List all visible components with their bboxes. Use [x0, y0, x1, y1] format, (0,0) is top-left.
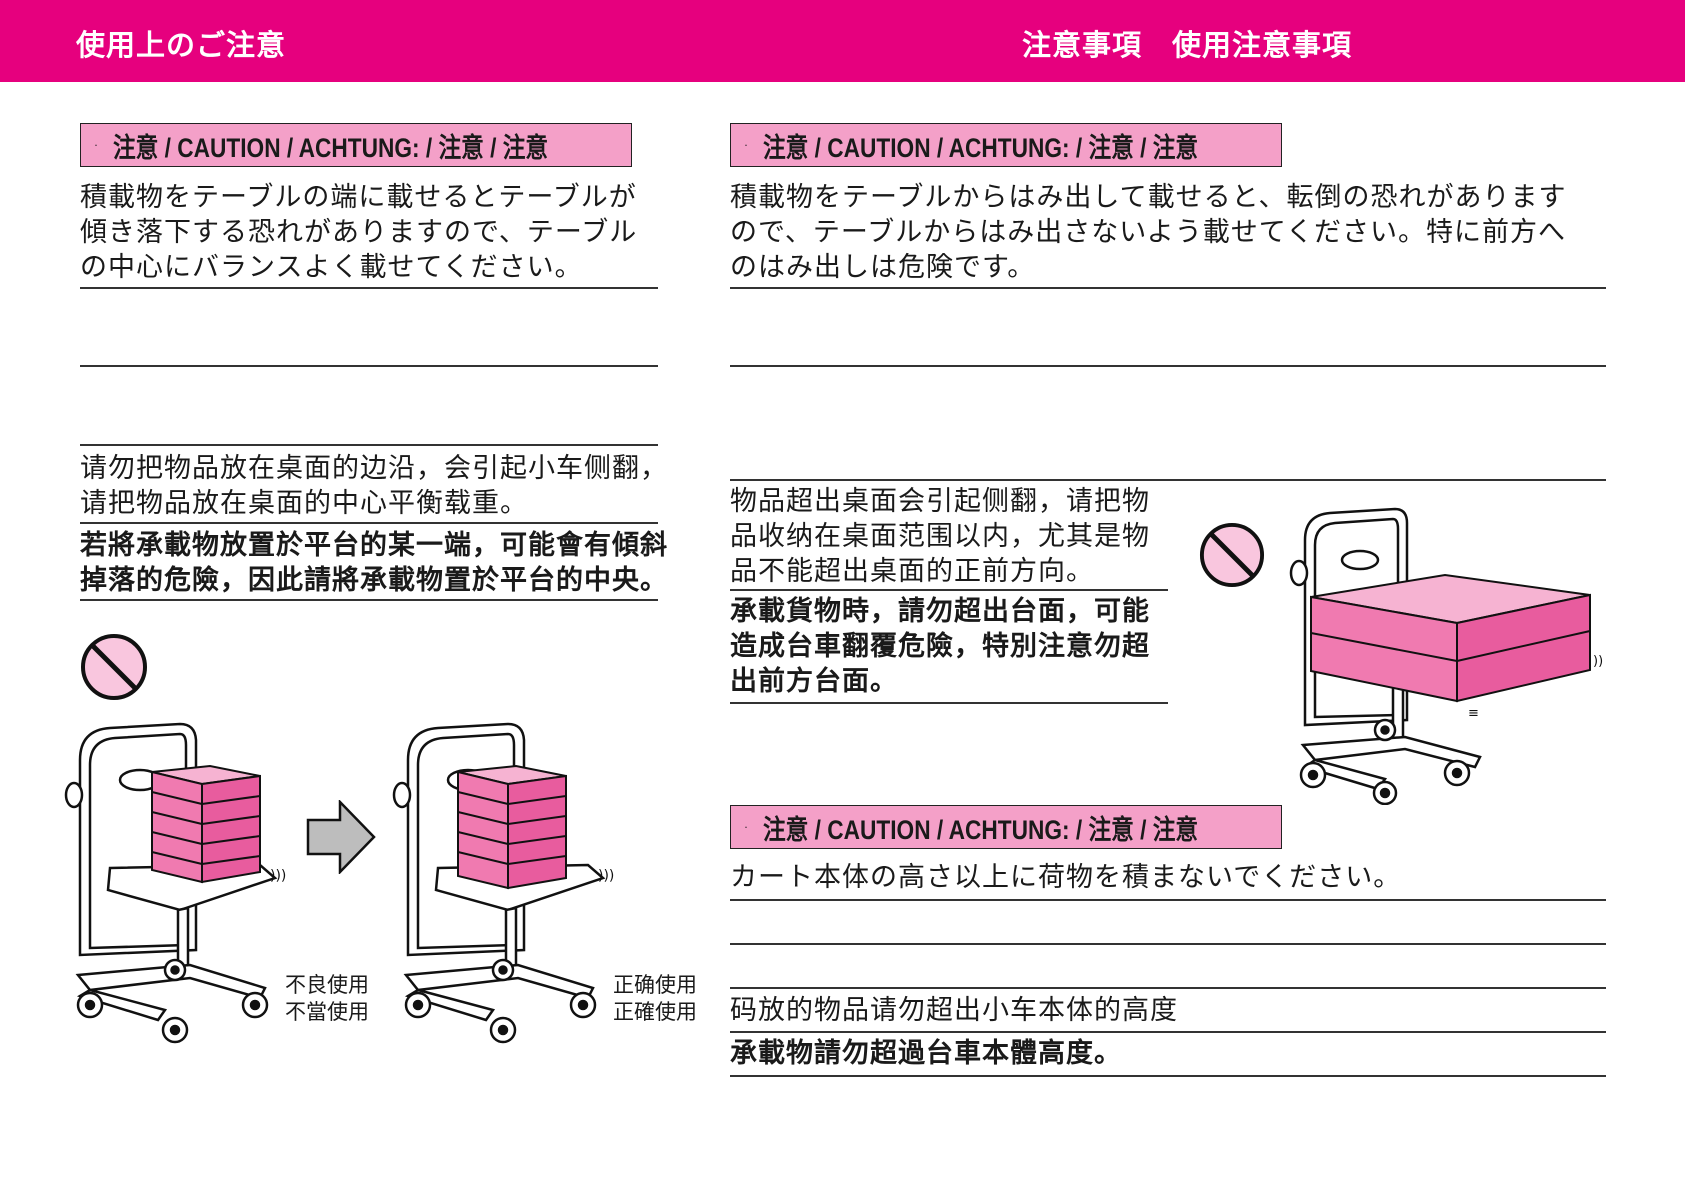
text-line: 掉落的危險，因此請將承載物置於平台的中央。: [80, 565, 668, 596]
text-line: 正确使用: [613, 973, 697, 997]
right-ja2-text: カート本体の高さ以上に荷物を積まないでください。: [730, 862, 1402, 893]
text-line: 若將承載物放置於平台的某一端，可能會有傾斜: [80, 530, 668, 561]
text-line: 正確使用: [613, 1000, 697, 1024]
warning-triangle-icon: [95, 144, 97, 146]
text-line: 承載貨物時，請勿超出台面，可能: [730, 596, 1150, 627]
cart-proper-illustration: ))): [392, 722, 614, 1044]
cart-overhang-illustration: )) ≡: [1289, 507, 1603, 805]
warning-triangle-icon: [745, 826, 747, 828]
left-ja-text: 積載物をテーブルの端に載せるとテーブルが 傾き落下する恐れがありますので、テーブ…: [80, 180, 637, 285]
divider: [730, 899, 1606, 901]
cart-improper-illustration: ))): [64, 722, 286, 1044]
divider: [80, 444, 658, 446]
text-line: 物品超出桌面会引起侧翻，请把物: [730, 486, 1150, 517]
text-line: 積載物をテーブルからはみ出して載せると、転倒の恐れがあります: [730, 182, 1567, 213]
improper-use-label: 不良使用 不當使用: [285, 972, 369, 1026]
header-bar: [0, 0, 1685, 82]
divider: [730, 1031, 1606, 1033]
caution-box-right-top: 注意 / CAUTION / ACHTUNG: / 注意 / 注意: [730, 123, 1282, 167]
right-zh-traditional2-text: 承載物請勿超過台車本體高度。: [730, 1038, 1122, 1069]
caution-text: 注意 / CAUTION / ACHTUNG: / 注意 / 注意: [763, 132, 1199, 163]
left-zh-traditional-text: 若將承載物放置於平台的某一端，可能會有傾斜 掉落的危險，因此請將承載物置於平台的…: [80, 528, 668, 598]
text-line: のはみ出しは危険です。: [730, 252, 1036, 283]
divider: [730, 479, 1606, 481]
text-line: 造成台車翻覆危險，特別注意勿超: [730, 631, 1150, 662]
text-line: 不當使用: [285, 1000, 369, 1024]
left-zh-simplified-text: 请勿把物品放在桌面的边沿，会引起小车侧翻， 请把物品放在桌面的中心平衡载重。: [80, 451, 668, 521]
caution-text: 注意 / CAUTION / ACHTUNG: / 注意 / 注意: [113, 132, 549, 163]
caution-box-right-bottom: 注意 / CAUTION / ACHTUNG: / 注意 / 注意: [730, 805, 1282, 849]
prohibition-icon: [81, 634, 147, 700]
divider: [730, 702, 1168, 704]
divider: [80, 365, 658, 367]
divider: [730, 987, 1606, 989]
divider: [80, 599, 658, 601]
text-line: の中心にバランスよく載せてください。: [80, 252, 583, 283]
divider: [80, 522, 658, 524]
divider: [730, 589, 1168, 591]
text-line: 品收纳在桌面范围以内，尤其是物: [730, 521, 1150, 552]
caution-text: 注意 / CAUTION / ACHTUNG: / 注意 / 注意: [763, 814, 1199, 845]
svg-text:))): ))): [598, 868, 614, 884]
text-line: 请勿把物品放在桌面的边沿，会引起小车侧翻，: [80, 453, 668, 484]
caution-box-left: 注意 / CAUTION / ACHTUNG: / 注意 / 注意: [80, 123, 632, 167]
text-line: 品不能超出桌面的正前方向。: [730, 556, 1094, 587]
text-line: 傾き落下する恐れがありますので、テーブル: [80, 217, 638, 248]
divider: [730, 287, 1606, 289]
warning-triangle-icon: [745, 144, 747, 146]
svg-text:≡: ≡: [1468, 706, 1479, 721]
divider: [730, 1075, 1606, 1077]
right-zh-simplified-text: 物品超出桌面会引起侧翻，请把物 品收纳在桌面范围以内，尤其是物 品不能超出桌面的…: [730, 484, 1150, 589]
divider: [730, 365, 1606, 367]
right-ja-text: 積載物をテーブルからはみ出して載せると、転倒の恐れがあります ので、テーブルから…: [730, 180, 1567, 285]
header-left-title: 使用上のご注意: [76, 28, 287, 62]
text-line: 出前方台面。: [730, 666, 898, 697]
text-line: 不良使用: [285, 973, 369, 997]
text-line: 请把物品放在桌面的中心平衡载重。: [80, 488, 528, 519]
right-zh-traditional-text: 承載貨物時，請勿超出台面，可能 造成台車翻覆危險，特別注意勿超 出前方台面。: [730, 594, 1150, 699]
text-line: 積載物をテーブルの端に載せるとテーブルが: [80, 182, 637, 213]
svg-text:))): ))): [270, 868, 286, 884]
divider: [80, 287, 658, 289]
text-line: ので、テーブルからはみ出さないよう載せてください。特に前方へ: [730, 217, 1566, 248]
prohibition-icon: [1199, 522, 1265, 588]
header-right-title: 注意事項 使用注意事項: [1022, 28, 1353, 62]
right-zh-simplified2-text: 码放的物品请勿超出小车本体的高度: [730, 995, 1178, 1026]
arrow-right-icon: [306, 800, 376, 874]
proper-use-label: 正确使用 正確使用: [613, 972, 697, 1026]
svg-text:)): )): [1593, 654, 1603, 669]
divider: [730, 943, 1606, 945]
